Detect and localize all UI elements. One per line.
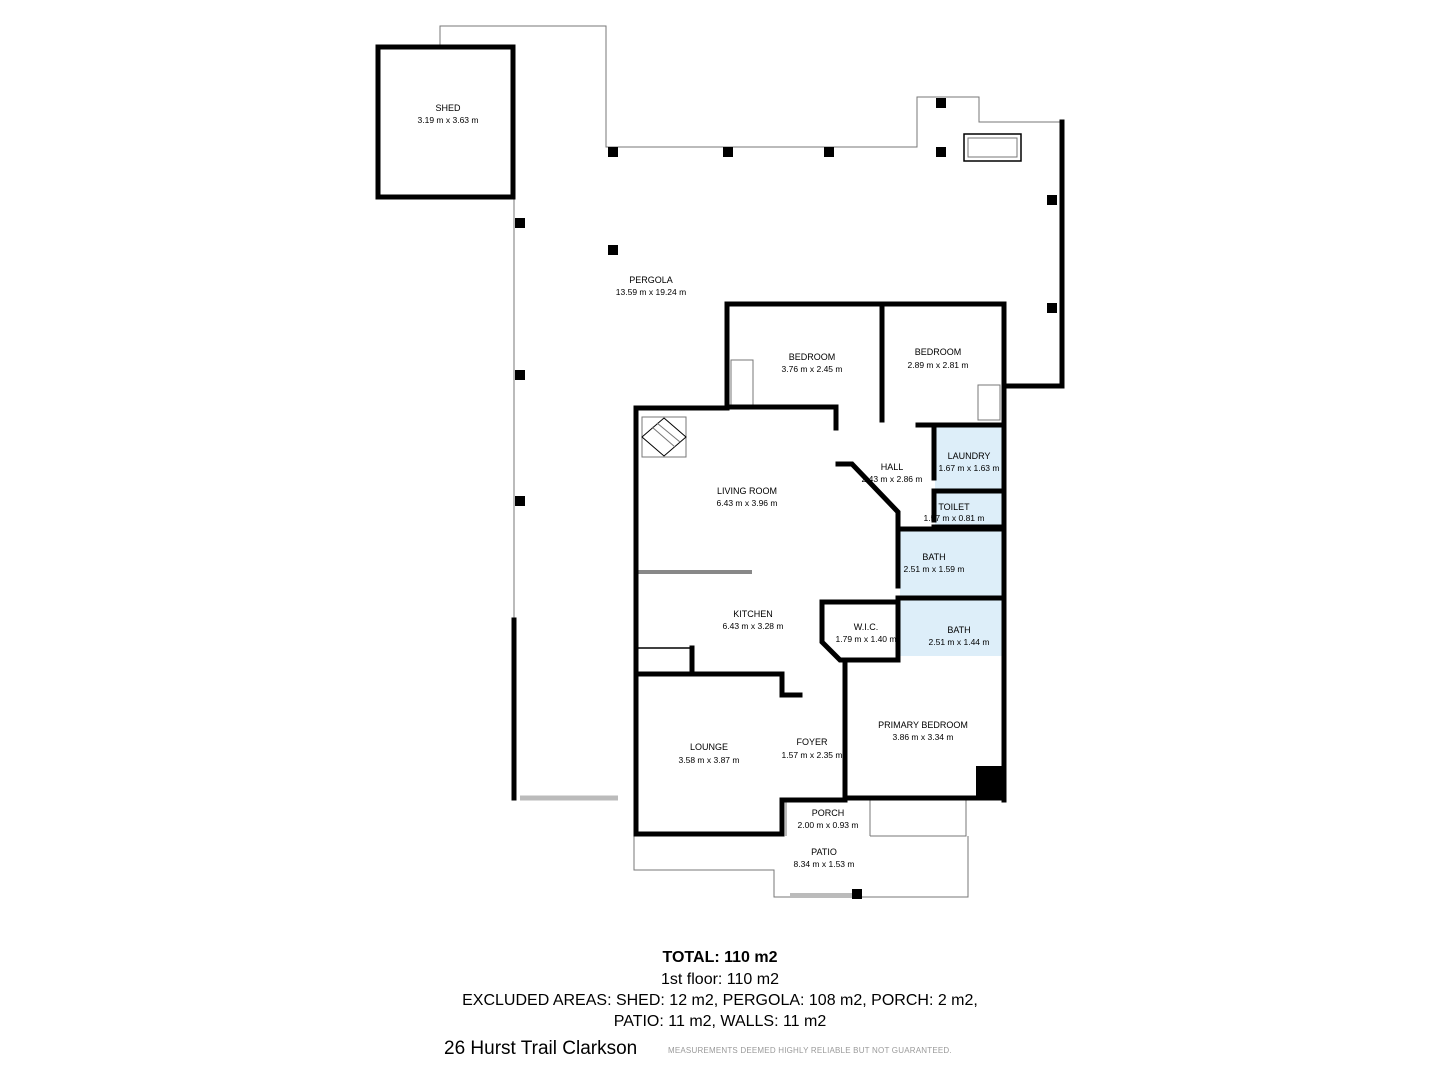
post xyxy=(515,496,525,506)
wet-area-fills xyxy=(900,427,1002,656)
porch-dims: 2.00 m x 0.93 m xyxy=(798,820,859,830)
primary-name: PRIMARY BEDROOM xyxy=(878,720,968,730)
toilet-fill xyxy=(935,493,1002,525)
disclaimer: MEASUREMENTS DEEMED HIGHLY RELIABLE BUT … xyxy=(668,1046,952,1055)
skylight xyxy=(963,133,1022,162)
shed-name: SHED xyxy=(435,103,461,113)
wic-outline xyxy=(819,599,901,663)
fireplace xyxy=(641,417,687,457)
pergola-name: PERGOLA xyxy=(629,275,673,285)
post xyxy=(515,370,525,380)
lounge-name: LOUNGE xyxy=(690,742,728,752)
kitchen-name: KITCHEN xyxy=(733,609,773,619)
property-address: 26 Hurst Trail Clarkson xyxy=(444,1038,638,1059)
post xyxy=(1047,195,1057,205)
house-left-wall xyxy=(633,405,785,837)
bedrooms-outline xyxy=(724,301,1007,803)
excluded-areas-line2: PATIO: 11 m2, WALLS: 11 m2 xyxy=(613,1013,827,1030)
wic-dims: 1.79 m x 1.40 m xyxy=(836,634,897,644)
shed-dims: 3.19 m x 3.63 m xyxy=(418,115,479,125)
kitchen-dims: 6.43 m x 3.28 m xyxy=(723,621,784,631)
patio-dims: 8.34 m x 1.53 m xyxy=(794,859,855,869)
post xyxy=(936,147,946,157)
patio-outline xyxy=(633,836,969,898)
foyer-name: FOYER xyxy=(796,737,828,747)
porch-right-box xyxy=(870,799,967,837)
floor-area: 1st floor: 110 m2 xyxy=(661,971,779,988)
post xyxy=(824,147,834,157)
lounge-dims: 3.58 m x 3.87 m xyxy=(679,755,740,765)
bath1-dims: 2.51 m x 1.59 m xyxy=(904,564,965,574)
bath2-dims: 2.51 m x 1.44 m xyxy=(929,637,990,647)
wardrobe-bed1 xyxy=(730,359,754,407)
patio-name: PATIO xyxy=(811,847,837,857)
pergola-dims: 13.59 m x 19.24 m xyxy=(616,287,686,297)
laundry-name: LAUNDRY xyxy=(948,451,991,461)
excluded-areas-line1: EXCLUDED AREAS: SHED: 12 m2, PERGOLA: 10… xyxy=(462,992,978,1009)
bath-fill-upper xyxy=(900,530,1002,596)
bedroom1-dims: 3.76 m x 2.45 m xyxy=(782,364,843,374)
bath2-name: BATH xyxy=(947,625,970,635)
post xyxy=(936,98,946,108)
hall-name: HALL xyxy=(881,462,904,472)
hall-dims: 2.43 m x 2.86 m xyxy=(862,474,923,484)
posts xyxy=(515,98,1057,899)
bedroom1-name: BEDROOM xyxy=(789,352,836,362)
laundry-dims: 1.67 m x 1.63 m xyxy=(939,463,1000,473)
living-name: LIVING ROOM xyxy=(717,486,777,496)
walls xyxy=(375,44,1065,837)
toilet-name: TOILET xyxy=(938,502,970,512)
post xyxy=(976,766,1004,798)
wic-name: W.I.C. xyxy=(854,622,879,632)
post xyxy=(608,147,618,157)
room-labels: SHED 3.19 m x 3.63 m PERGOLA 13.59 m x 1… xyxy=(418,103,1000,869)
skylight-inner xyxy=(967,137,1018,158)
post xyxy=(852,889,862,899)
porch-name: PORCH xyxy=(812,808,845,818)
foyer-dims: 1.57 m x 2.35 m xyxy=(782,750,843,760)
foyer-wall xyxy=(779,671,803,698)
bedroom2-dims: 2.89 m x 2.81 m xyxy=(908,360,969,370)
bedroom2-name: BEDROOM xyxy=(915,347,962,357)
bath1-name: BATH xyxy=(922,552,945,562)
shed-walls xyxy=(375,44,516,200)
wardrobe-bed2 xyxy=(977,384,1001,421)
post xyxy=(723,147,733,157)
post xyxy=(515,218,525,228)
bath-fill-lower xyxy=(900,600,1002,656)
toilet-dims: 1.57 m x 0.81 m xyxy=(924,513,985,523)
porch-outline xyxy=(785,799,871,836)
hall-diagonal xyxy=(835,461,901,589)
total-area: TOTAL: 110 m2 xyxy=(662,949,778,966)
pergola-outline xyxy=(439,25,1062,148)
laundry-fill xyxy=(935,427,1002,490)
fireplace-line2 xyxy=(656,422,681,443)
living-dims: 6.43 m x 3.96 m xyxy=(717,498,778,508)
post xyxy=(608,245,618,255)
primary-dims: 3.86 m x 3.34 m xyxy=(893,732,954,742)
fireplace-line1 xyxy=(651,426,676,448)
post xyxy=(1047,303,1057,313)
